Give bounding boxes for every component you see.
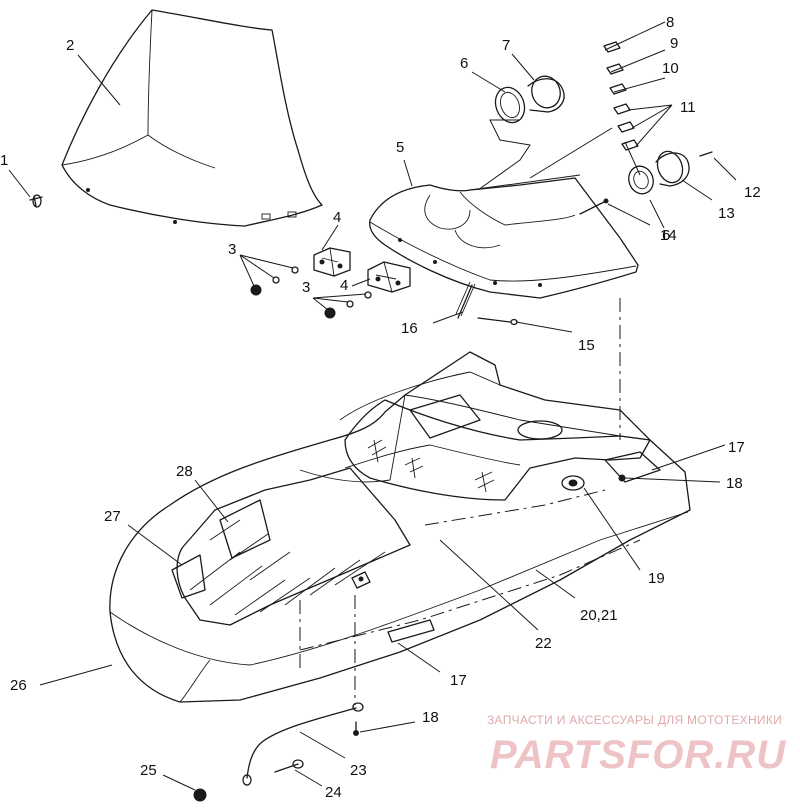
callout-label: 11 bbox=[680, 99, 696, 116]
callout-label: 3 bbox=[302, 279, 310, 296]
callout-label: 4 bbox=[333, 209, 341, 226]
callout-label: 17 bbox=[450, 672, 467, 689]
cable-part bbox=[242, 702, 364, 786]
callout-label: 2 bbox=[66, 37, 74, 54]
callout-label: 22 bbox=[535, 635, 552, 652]
watermark-logo: PARTSFOR.RU bbox=[490, 733, 786, 777]
callout-label: 23 bbox=[350, 762, 367, 779]
plate-part bbox=[387, 451, 661, 643]
callout-label: 3 bbox=[228, 241, 236, 258]
grommet-part bbox=[561, 475, 585, 491]
callout-label: 18 bbox=[422, 709, 439, 726]
callout-label: 13 bbox=[718, 205, 735, 222]
bolt-part bbox=[274, 759, 304, 773]
callout-label: 6 bbox=[662, 227, 670, 244]
callout-label: 15 bbox=[578, 337, 595, 354]
watermark-tagline: ЗАПЧАСТИ И АКСЕССУАРЫ ДЛЯ МОТОТЕХНИКИ bbox=[487, 713, 782, 727]
screw-part bbox=[477, 317, 518, 326]
callout-label: 24 bbox=[325, 784, 342, 801]
callout-label: 20,21 bbox=[580, 607, 618, 624]
callout-labels: 1 2 3 3 4 4 5 6 6 7 8 9 10 11 12 13 14 1… bbox=[0, 14, 761, 801]
callout-label: 6 bbox=[460, 55, 468, 72]
callout-label: 4 bbox=[340, 277, 348, 294]
callout-label: 14 bbox=[660, 227, 677, 244]
mount-bracket-part bbox=[367, 261, 411, 293]
clip-part bbox=[579, 198, 609, 215]
screw-part bbox=[353, 721, 359, 736]
callout-label: 18 bbox=[726, 475, 743, 492]
screw-part bbox=[29, 194, 43, 208]
nut-washer-part bbox=[250, 266, 372, 319]
callout-label: 27 bbox=[104, 508, 121, 525]
callout-label: 12 bbox=[744, 184, 761, 201]
gauge-part bbox=[494, 75, 565, 124]
connector-part bbox=[603, 41, 639, 151]
vent-grille-part bbox=[171, 467, 411, 626]
assembly-guide-lines bbox=[299, 119, 641, 705]
callout-label: 25 bbox=[140, 762, 157, 779]
callout-label: 17 bbox=[728, 439, 745, 456]
callout-label: 8 bbox=[666, 14, 674, 31]
windshield-part bbox=[61, 9, 323, 227]
console-part bbox=[344, 394, 651, 501]
callout-label: 16 bbox=[401, 320, 418, 337]
callout-label: 9 bbox=[670, 35, 678, 52]
callout-label: 7 bbox=[502, 37, 510, 54]
callout-label: 19 bbox=[648, 570, 665, 587]
callout-label: 10 bbox=[662, 60, 679, 77]
leader-lines bbox=[8, 21, 737, 791]
hood-part bbox=[109, 351, 691, 703]
callout-label: 5 bbox=[396, 139, 404, 156]
nut-part bbox=[193, 788, 207, 802]
gauge-part bbox=[628, 150, 713, 195]
instrument-panel-part bbox=[369, 177, 639, 299]
latch-part bbox=[351, 571, 371, 589]
mount-bracket-part bbox=[313, 247, 351, 277]
callout-label: 1 bbox=[0, 152, 8, 169]
callout-label: 28 bbox=[176, 463, 193, 480]
callout-label: 26 bbox=[10, 677, 27, 694]
watermark: ЗАПЧАСТИ И АКСЕССУАРЫ ДЛЯ МОТОТЕХНИКИ PA… bbox=[487, 713, 786, 777]
